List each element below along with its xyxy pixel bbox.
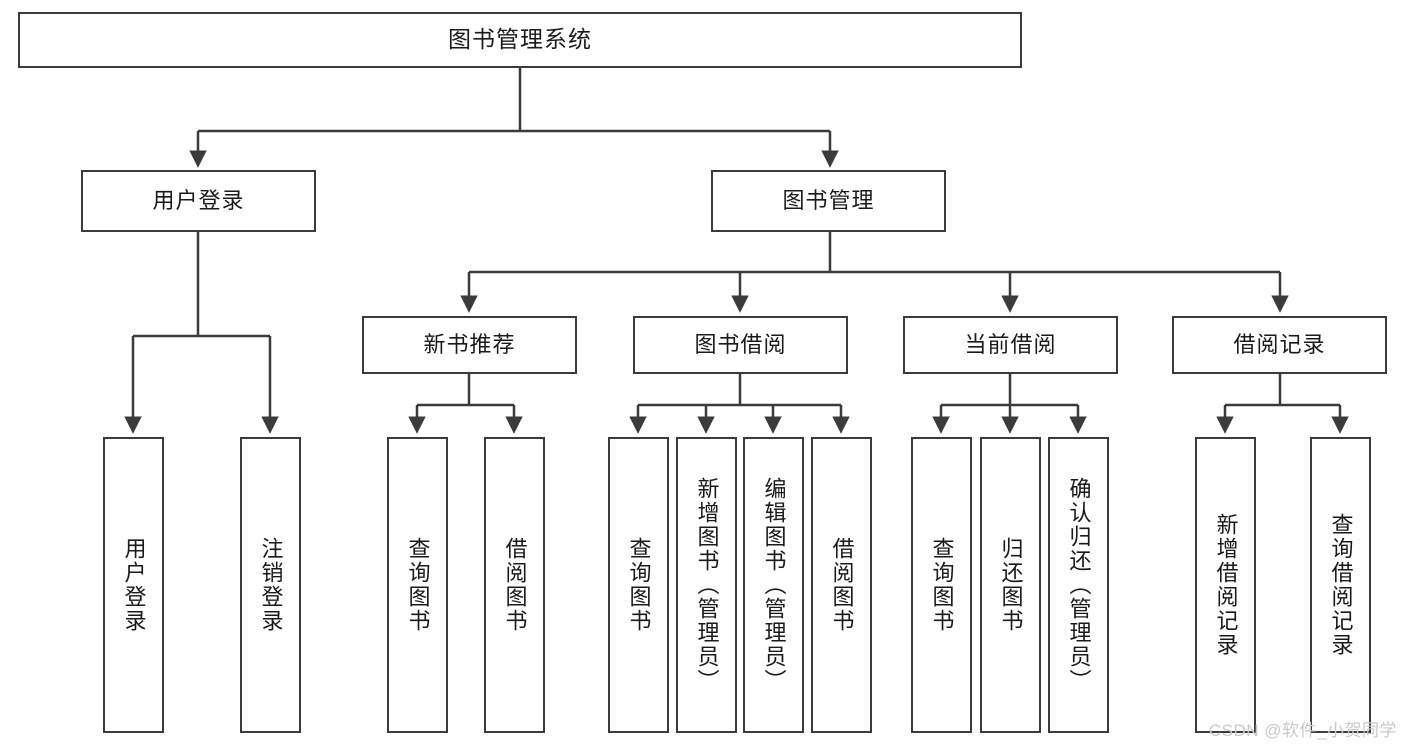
node-leaf-confirm-return[interactable]: 确认归还（管理员） [1048, 437, 1109, 733]
node-leaf-add-book-label: 新增图书（管理员） [694, 477, 720, 693]
node-leaf-query-book-b[interactable]: 查询图书 [608, 437, 669, 733]
node-new-book-rec-label: 新书推荐 [423, 331, 516, 357]
node-new-book-rec[interactable]: 新书推荐 [362, 316, 577, 374]
node-leaf-add-book[interactable]: 新增图书（管理员） [676, 437, 737, 733]
node-leaf-query-book-b-label: 查询图书 [626, 537, 652, 633]
node-leaf-borrow-book-a-label: 借阅图书 [502, 537, 528, 633]
node-current-borrow-label: 当前借阅 [964, 331, 1057, 357]
watermark: CSDN @软件_小贺同学 [1208, 721, 1397, 740]
node-leaf-query-book-a-label: 查询图书 [405, 537, 431, 633]
node-leaf-borrow-book-b[interactable]: 借阅图书 [811, 437, 872, 733]
node-leaf-user-login-label: 用户登录 [121, 537, 147, 633]
node-leaf-borrow-book-b-label: 借阅图书 [829, 537, 855, 633]
node-leaf-user-login[interactable]: 用户登录 [103, 437, 164, 733]
node-leaf-return-book-label: 归还图书 [998, 537, 1024, 633]
node-leaf-query-record-label: 查询借阅记录 [1328, 513, 1354, 657]
node-leaf-borrow-book-a[interactable]: 借阅图书 [484, 437, 545, 733]
node-root[interactable]: 图书管理系统 [18, 12, 1022, 68]
node-leaf-query-record[interactable]: 查询借阅记录 [1310, 437, 1371, 733]
node-leaf-add-record-label: 新增借阅记录 [1213, 513, 1239, 657]
node-leaf-return-book[interactable]: 归还图书 [980, 437, 1041, 733]
node-user-login-label: 用户登录 [152, 187, 245, 213]
node-leaf-query-book-c-label: 查询图书 [929, 537, 955, 633]
node-book-borrow[interactable]: 图书借阅 [633, 316, 848, 374]
node-book-borrow-label: 图书借阅 [694, 331, 787, 357]
node-borrow-record[interactable]: 借阅记录 [1172, 316, 1387, 374]
node-borrow-record-label: 借阅记录 [1233, 331, 1326, 357]
node-book-manage-label: 图书管理 [782, 187, 875, 213]
node-leaf-query-book-a[interactable]: 查询图书 [387, 437, 448, 733]
node-leaf-logout-label: 注销登录 [258, 537, 284, 633]
node-book-manage[interactable]: 图书管理 [711, 170, 946, 232]
node-leaf-query-book-c[interactable]: 查询图书 [911, 437, 972, 733]
node-leaf-logout[interactable]: 注销登录 [240, 437, 301, 733]
node-root-label: 图书管理系统 [448, 26, 592, 53]
node-leaf-edit-book[interactable]: 编辑图书（管理员） [743, 437, 804, 733]
node-leaf-edit-book-label: 编辑图书（管理员） [761, 477, 787, 693]
node-user-login[interactable]: 用户登录 [81, 170, 316, 232]
node-current-borrow[interactable]: 当前借阅 [903, 316, 1118, 374]
node-leaf-add-record[interactable]: 新增借阅记录 [1195, 437, 1256, 733]
node-leaf-confirm-return-label: 确认归还（管理员） [1066, 477, 1092, 693]
